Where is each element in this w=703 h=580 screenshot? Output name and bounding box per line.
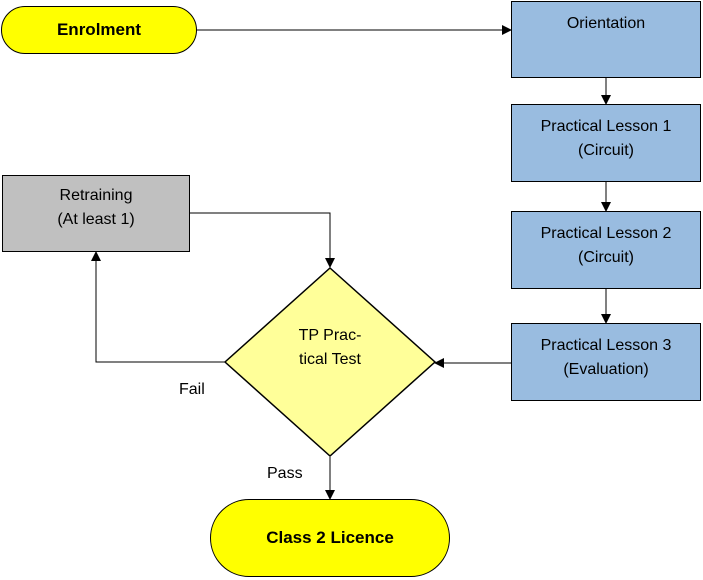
fail-label: Fail: [179, 381, 205, 398]
lesson1-title: Practical Lesson 1: [540, 118, 672, 135]
enrolment-label: Enrolment: [56, 20, 142, 39]
lesson3-subtitle: (Evaluation): [563, 361, 649, 378]
practical-lesson-1-step: Practical Lesson 1 (Circuit): [511, 104, 701, 182]
test-line-2: tical Test: [299, 351, 361, 368]
retraining-step: Retraining (At least 1): [2, 175, 190, 252]
pass-label: Pass: [267, 465, 303, 482]
orientation-step: Orientation: [511, 1, 701, 78]
licence-label: Class 2 Licence: [266, 528, 394, 547]
lesson2-subtitle: (Circuit): [578, 249, 634, 266]
test-line-1: TP Prac-: [298, 327, 362, 344]
lesson1-subtitle: (Circuit): [578, 142, 634, 159]
decision-diamond: [223, 266, 437, 458]
edge-test-retraining-fail: [91, 251, 225, 363]
orientation-label: Orientation: [566, 15, 646, 32]
retraining-title: Retraining: [59, 187, 133, 204]
practical-lesson-2-step: Practical Lesson 2 (Circuit): [511, 211, 701, 289]
class-2-licence-terminal: Class 2 Licence: [210, 499, 450, 577]
edge-retraining-test: [190, 212, 335, 268]
enrolment-terminal: Enrolment: [1, 6, 197, 54]
practical-lesson-3-step: Practical Lesson 3 (Evaluation): [511, 323, 701, 401]
tp-practical-test-label: TP Prac- tical Test: [255, 324, 405, 372]
retraining-subtitle: (At least 1): [57, 211, 135, 228]
lesson2-title: Practical Lesson 2: [540, 225, 672, 242]
lesson3-title: Practical Lesson 3: [540, 337, 672, 354]
